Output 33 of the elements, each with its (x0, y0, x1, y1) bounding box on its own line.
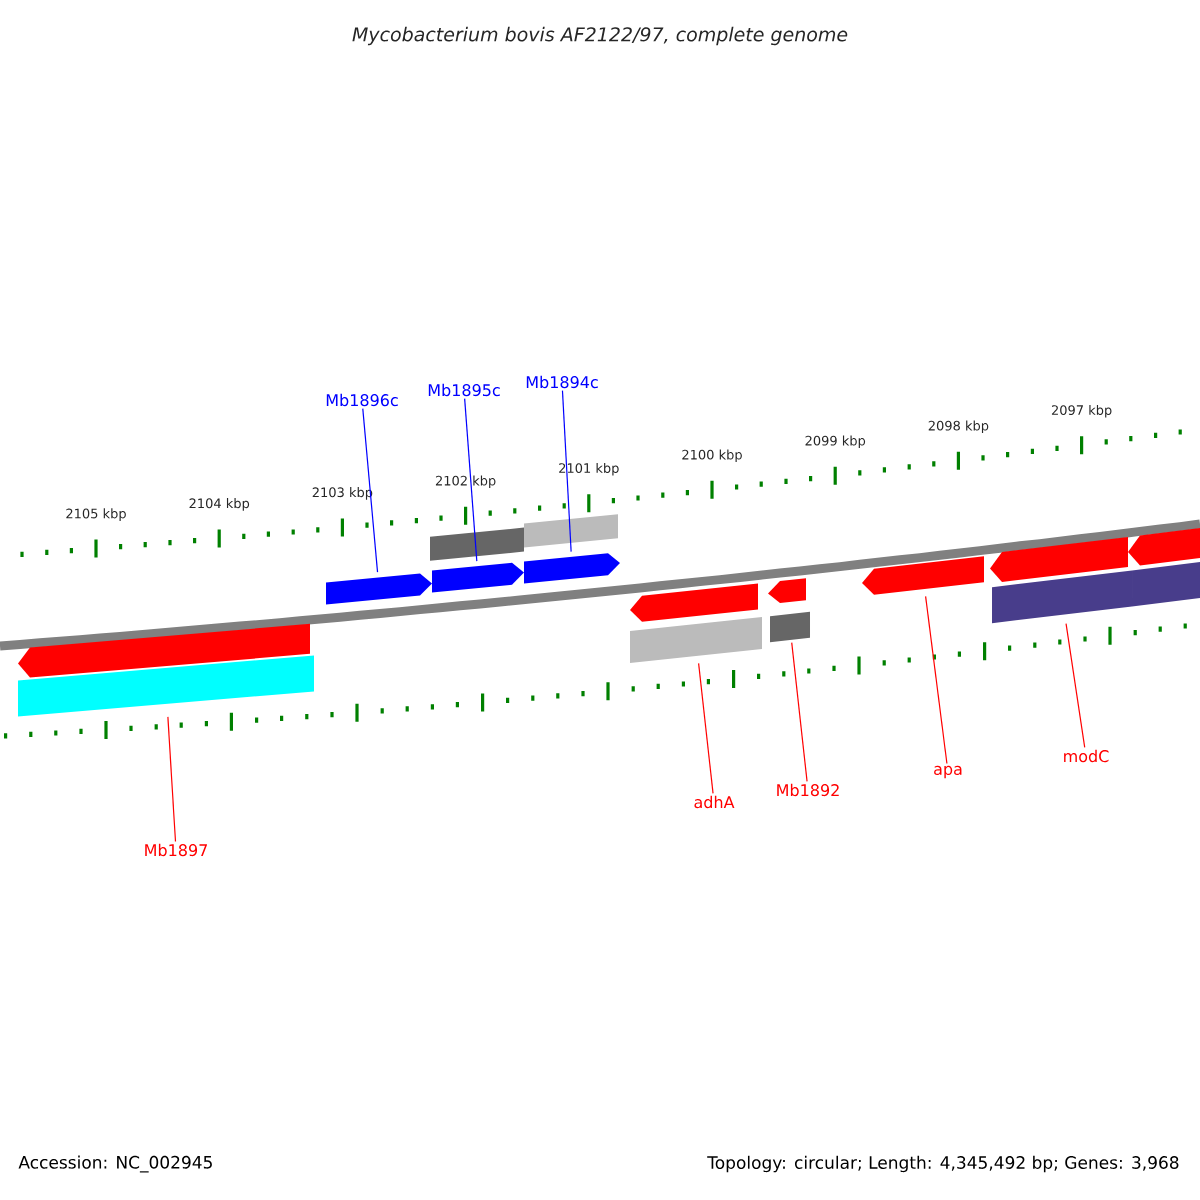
gene-label: modC (1064, 749, 1109, 763)
leader-line (791, 642, 808, 782)
leader-line (167, 716, 177, 842)
gene-block (326, 573, 432, 605)
gene-block (630, 583, 758, 622)
leader-line (698, 662, 714, 794)
gene-label: Mb1895c (428, 383, 500, 397)
leader-line (464, 398, 478, 562)
accession-label: Accession: NC_002945 (18, 1155, 212, 1173)
gene-label: Mb1897 (145, 843, 207, 857)
gene-bar (18, 655, 314, 717)
gene-bar (430, 527, 524, 561)
gene-block (18, 623, 310, 678)
leader-line (925, 595, 948, 765)
gene-block (768, 578, 806, 603)
gene-label: Mb1896c (326, 393, 398, 407)
leader-line (1065, 623, 1086, 748)
gene-label: adhA (694, 795, 735, 809)
gene-bar (630, 617, 762, 663)
gene-block (862, 556, 984, 595)
gene-bar (770, 611, 810, 643)
gene-bar (1132, 562, 1200, 607)
title: Mycobacterium bovis AF2122/97, complete genome (352, 26, 848, 46)
genome-info-label: Topology: circular; Length: 4,345,492 bp; Genes: 3,968 (707, 1155, 1179, 1173)
gene-label: apa (934, 765, 962, 779)
gene-block (1128, 528, 1200, 566)
leader-line (362, 408, 379, 573)
gene-block (432, 562, 524, 593)
gene-label: Mb1892 (777, 783, 839, 797)
gene-block (524, 553, 620, 584)
gene-bar (524, 514, 618, 548)
leader-line (561, 390, 572, 553)
gene-label: Mb1894c (526, 375, 598, 389)
